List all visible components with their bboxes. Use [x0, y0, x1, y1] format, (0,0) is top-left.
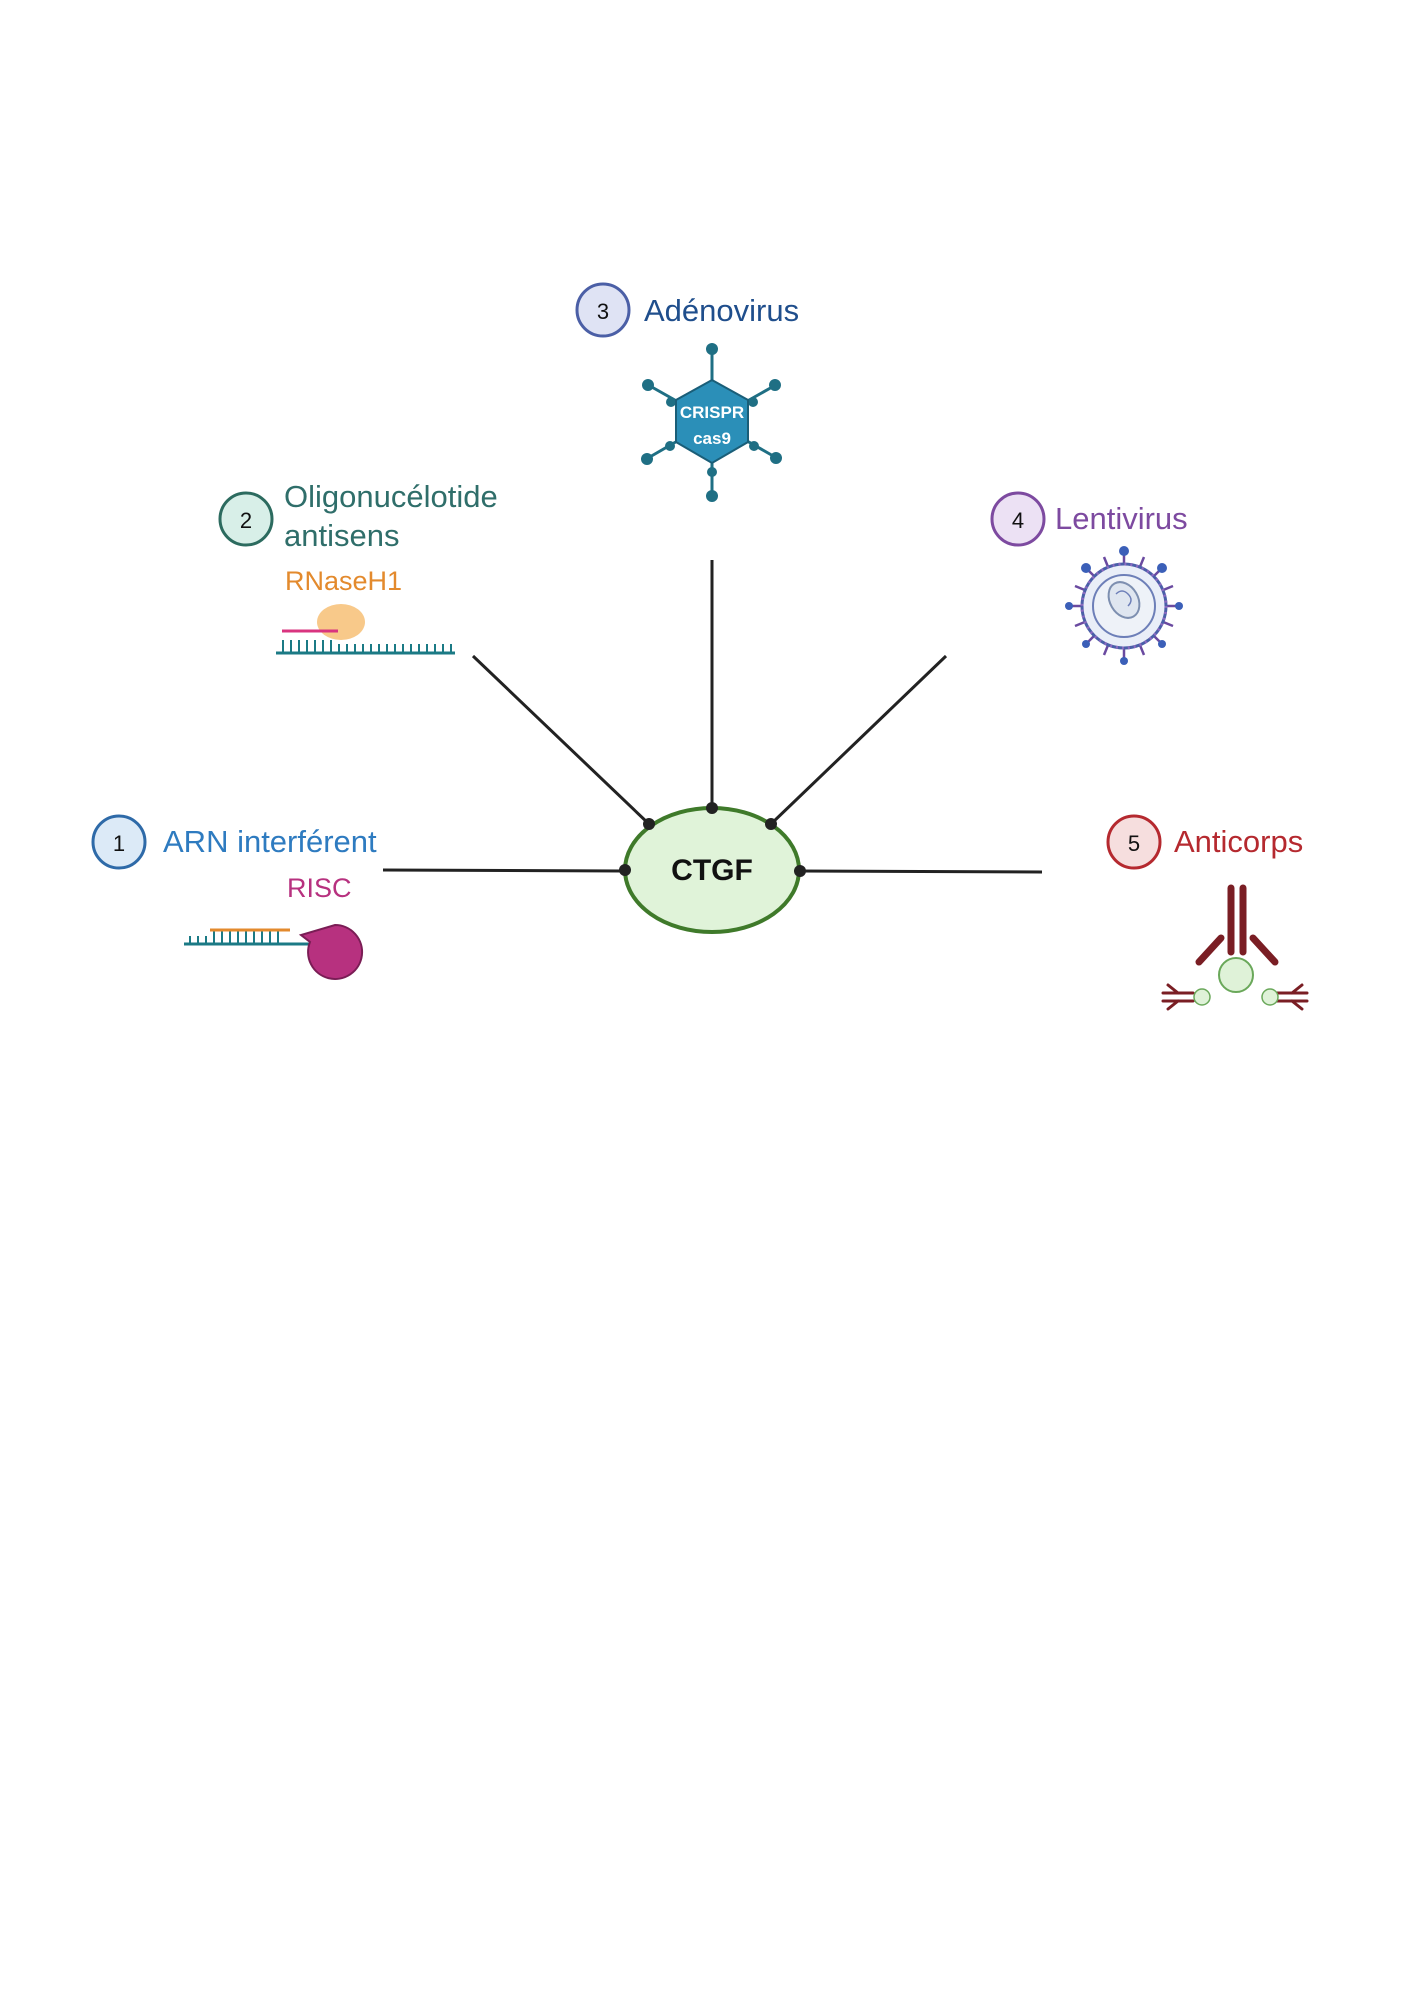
approach-adenovirus: 3 Adénovirus CRISPR cas9 [575, 282, 799, 502]
label-rnaseh1: RNaseH1 [285, 566, 402, 596]
capsid-label-line2: cas9 [693, 429, 731, 448]
connector-lines [382, 560, 1043, 874]
connector-arn [382, 868, 624, 873]
antibody-icon [1161, 884, 1309, 1011]
dot-oligo [643, 818, 655, 830]
adenovirus-icon: CRISPR cas9 [641, 343, 782, 502]
badge-number-4: 4 [1012, 508, 1024, 533]
label-arn-interferent: ARN interférent [163, 824, 377, 859]
dot-arn [619, 864, 631, 876]
badge-number-2: 2 [240, 508, 252, 533]
label-risc: RISC [287, 873, 352, 903]
rna-duplex-risc-icon [184, 923, 364, 980]
dot-anticorps [794, 865, 806, 877]
label-lentivirus: Lentivirus [1055, 501, 1188, 536]
ctgf-node: CTGF [623, 806, 801, 934]
dot-lenti [765, 818, 777, 830]
lentivirus-icon [1065, 546, 1183, 665]
connection-dots [619, 802, 806, 877]
badge-number-3: 3 [597, 299, 609, 324]
approach-arn-interferent: 1 ARN interférent RISC [91, 814, 377, 980]
dot-adeno [706, 802, 718, 814]
ctgf-label: CTGF [671, 854, 753, 887]
connector-lenti [769, 654, 948, 826]
badge-number-1: 1 [113, 831, 125, 856]
connector-anticorps [799, 869, 1043, 874]
rna-dna-hybrid-rnaseh1-icon [276, 604, 455, 655]
label-oligo-line1: Oligonucélotide [284, 479, 498, 514]
label-adenovirus: Adénovirus [644, 293, 799, 328]
approach-lentivirus: 4 Lentivirus [990, 491, 1188, 665]
capsid-label-line1: CRISPR [680, 403, 744, 422]
approach-anticorps: 5 Anticorps [1106, 814, 1309, 1011]
label-oligo-line2: antisens [284, 518, 399, 553]
approach-oligonucleotide-antisens: 2 Oligonucélotide antisens RNaseH1 [218, 479, 498, 655]
connector-oligo [471, 654, 651, 826]
badge-number-5: 5 [1128, 831, 1140, 856]
label-anticorps: Anticorps [1174, 824, 1303, 859]
